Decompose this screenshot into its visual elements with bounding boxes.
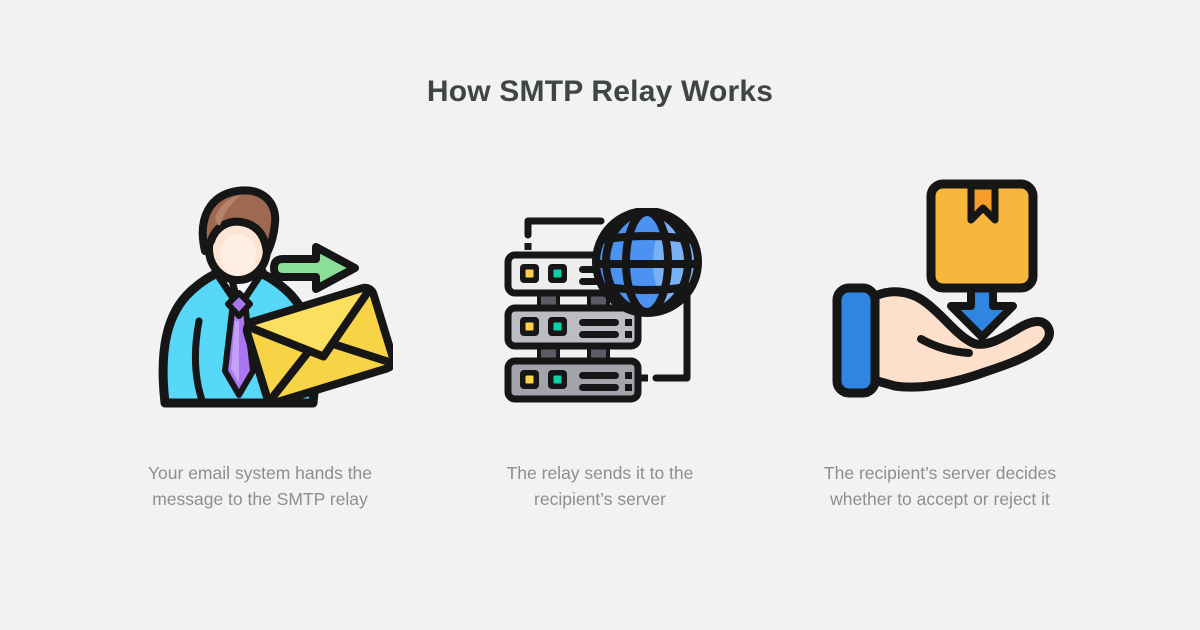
caption-line: message to the SMTP relay <box>152 489 368 509</box>
server-unit-2 <box>504 304 642 350</box>
caption-line: Your email system hands the <box>147 463 373 483</box>
step-recipient: The recipient’s server decides whether t… <box>770 132 1110 512</box>
vent-bar <box>579 319 619 326</box>
caption-line: The relay sends it to the <box>506 463 694 483</box>
face-highlight <box>220 234 256 276</box>
vent-dot <box>625 319 632 326</box>
shirt-crease <box>192 317 207 407</box>
package-icon <box>926 179 1038 293</box>
envelope-icon <box>242 283 393 407</box>
led-teal <box>553 269 562 278</box>
vent-bar <box>579 384 619 391</box>
page-title: How SMTP Relay Works <box>426 75 774 108</box>
led-yellow <box>525 375 534 384</box>
vent-bar <box>579 372 619 379</box>
led-yellow <box>525 322 534 331</box>
package-flap <box>967 182 999 224</box>
tie-highlight <box>231 321 239 383</box>
person-sending-email-icon <box>158 186 393 408</box>
caption-line: whether to accept or reject it <box>830 489 1050 509</box>
envelope-fold-lines <box>269 340 391 400</box>
thumb-crease <box>917 335 973 357</box>
send-arrow-icon <box>270 243 359 293</box>
led-teal <box>553 375 562 384</box>
led-teal <box>553 322 562 331</box>
steps-row: Your email system hands the message to t… <box>0 132 1200 512</box>
envelope-flap-fill <box>249 290 369 357</box>
tie-knot <box>225 290 253 319</box>
vent-dot <box>625 372 632 379</box>
sender-icon-wrap <box>127 132 393 450</box>
connector-dot <box>524 243 532 250</box>
caption-line: The recipient’s server decides <box>823 463 1057 483</box>
hair-highlight <box>215 195 241 226</box>
relay-icon-wrap <box>495 132 705 450</box>
step-sender: Your email system hands the message to t… <box>90 132 430 512</box>
recipient-icon-wrap <box>825 132 1055 450</box>
vent-bar <box>579 331 619 338</box>
connector-bottom-right <box>652 290 691 382</box>
sleeve-cuff <box>832 283 880 398</box>
hair <box>198 186 280 257</box>
connector-top-left <box>524 217 605 239</box>
step-relay: The relay sends it to the recipient’s se… <box>430 132 770 512</box>
caption-line: recipient’s server <box>534 489 666 509</box>
relay-server-icon <box>504 208 702 403</box>
hand-receiving-package-icon <box>832 179 1054 398</box>
step-caption: Your email system hands the message to t… <box>148 460 372 512</box>
envelope-flap-line <box>249 290 371 361</box>
step-caption: The relay sends it to the recipient’s se… <box>507 460 694 512</box>
step-caption: The recipient’s server decides whether t… <box>824 460 1056 512</box>
vent-dot <box>625 331 632 338</box>
server-unit-3 <box>504 357 642 403</box>
led-yellow <box>525 269 534 278</box>
globe-icon <box>592 208 702 317</box>
vent-dot <box>625 384 632 391</box>
connector-dot <box>641 374 648 382</box>
open-hand <box>865 287 1054 392</box>
